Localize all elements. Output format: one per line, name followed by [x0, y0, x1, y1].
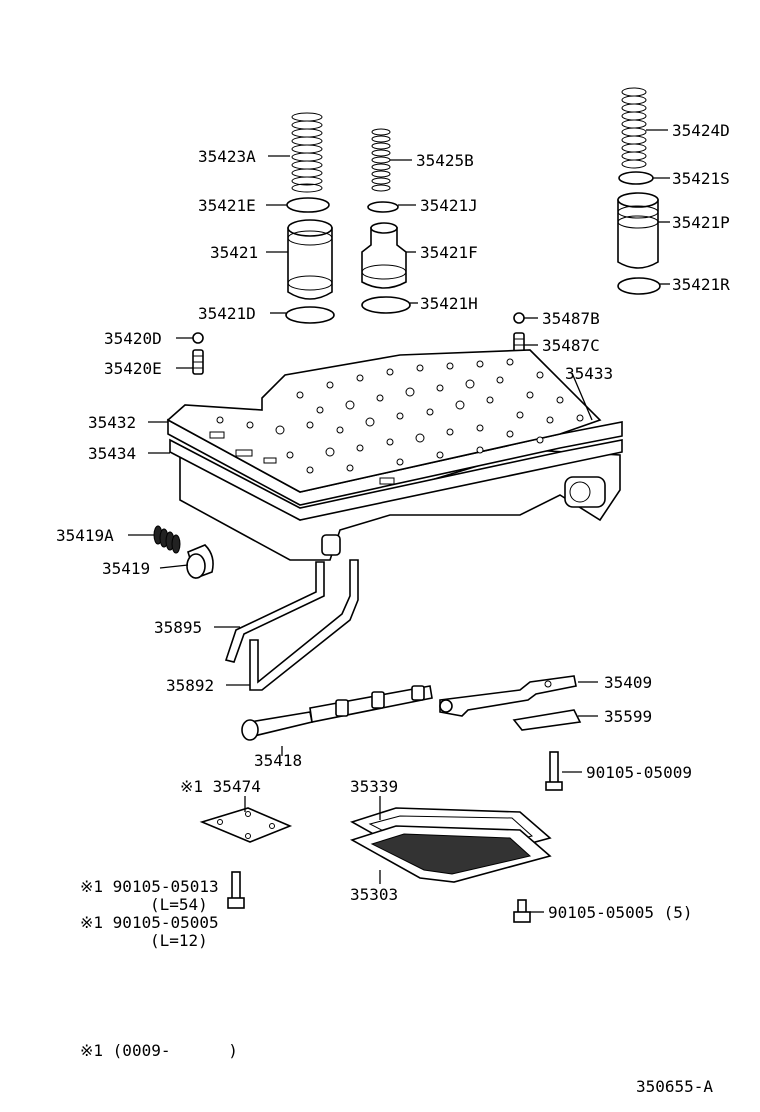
label-35895: 35895	[154, 618, 202, 637]
plug-35419	[186, 544, 214, 580]
bolt-90105-05005	[513, 899, 531, 923]
label-35419: 35419	[102, 559, 150, 578]
label-35420D: 35420D	[104, 329, 162, 348]
plate-35433	[166, 349, 602, 493]
bolt-90105-05009	[545, 751, 563, 791]
label-90105-05005-short: ※1 90105-05005	[80, 913, 219, 932]
plate-35434	[169, 438, 623, 521]
ring-35421R	[617, 277, 661, 295]
ring-35421D	[285, 306, 335, 324]
strainer-35303	[349, 825, 552, 883]
label-35487B: 35487B	[542, 309, 600, 328]
ball-35487B	[513, 312, 525, 324]
label-35487C: 35487C	[542, 336, 600, 355]
ring-35421H	[361, 296, 411, 314]
label-35421E: 35421E	[198, 196, 256, 215]
pipe-35892	[249, 559, 359, 691]
spring-35423A	[291, 112, 323, 193]
label-35303: 35303	[350, 885, 398, 904]
ring-35421J	[367, 201, 399, 213]
label-35421: 35421	[210, 243, 258, 262]
label-35339: 35339	[350, 777, 398, 796]
label-35421D: 35421D	[198, 304, 256, 323]
leader-lines	[128, 129, 670, 913]
label-L54: (L=54)	[150, 895, 208, 914]
label-35409: 35409	[604, 673, 652, 692]
label-35424D: 35424D	[672, 121, 730, 140]
spring-35424D	[621, 87, 647, 169]
label-35419A: 35419A	[56, 526, 114, 545]
label-90105-05013: ※1 90105-05013	[80, 877, 219, 896]
plate-35599	[512, 709, 582, 731]
piston-35421	[287, 219, 333, 300]
ring-35421E	[286, 197, 330, 213]
label-35423A: 35423A	[198, 147, 256, 166]
spring-35420E	[192, 349, 204, 375]
label-L12: (L=12)	[150, 931, 208, 950]
label-35425B: 35425B	[416, 151, 474, 170]
valve-35418	[241, 685, 433, 741]
label-35433: 35433	[565, 364, 613, 383]
lever-35409	[439, 675, 577, 717]
spring-35425B	[371, 128, 391, 192]
drawing-number: 350655-A	[636, 1077, 713, 1096]
label-90105-05005-qty: 90105-05005 (5)	[548, 903, 693, 922]
label-35421F: 35421F	[420, 243, 478, 262]
label-35432: 35432	[88, 413, 136, 432]
ball-35420D	[192, 332, 204, 344]
spring-35419A	[153, 525, 181, 554]
ring-35421S	[618, 171, 654, 185]
piston-35421P	[617, 192, 659, 269]
footnote: ※1 (0009- )	[80, 1041, 238, 1060]
pipe-35895	[224, 561, 325, 663]
label-35421S: 35421S	[672, 169, 730, 188]
label-35421H: 35421H	[420, 294, 478, 313]
valve-body-35410	[179, 448, 621, 561]
label-35434: 35434	[88, 444, 136, 463]
label-35418: 35418	[254, 751, 302, 770]
piston-35421F	[361, 222, 407, 289]
label-35420E: 35420E	[104, 359, 162, 378]
label-35421R: 35421R	[672, 275, 730, 294]
label-35474: ※1 35474	[180, 777, 261, 796]
label-35421J: 35421J	[420, 196, 478, 215]
label-90105-05009: 90105-05009	[586, 763, 692, 782]
label-35892: 35892	[166, 676, 214, 695]
bolt-90105-05013	[227, 871, 245, 909]
cover-35474	[199, 807, 293, 843]
label-35599: 35599	[604, 707, 652, 726]
label-35421P: 35421P	[672, 213, 730, 232]
